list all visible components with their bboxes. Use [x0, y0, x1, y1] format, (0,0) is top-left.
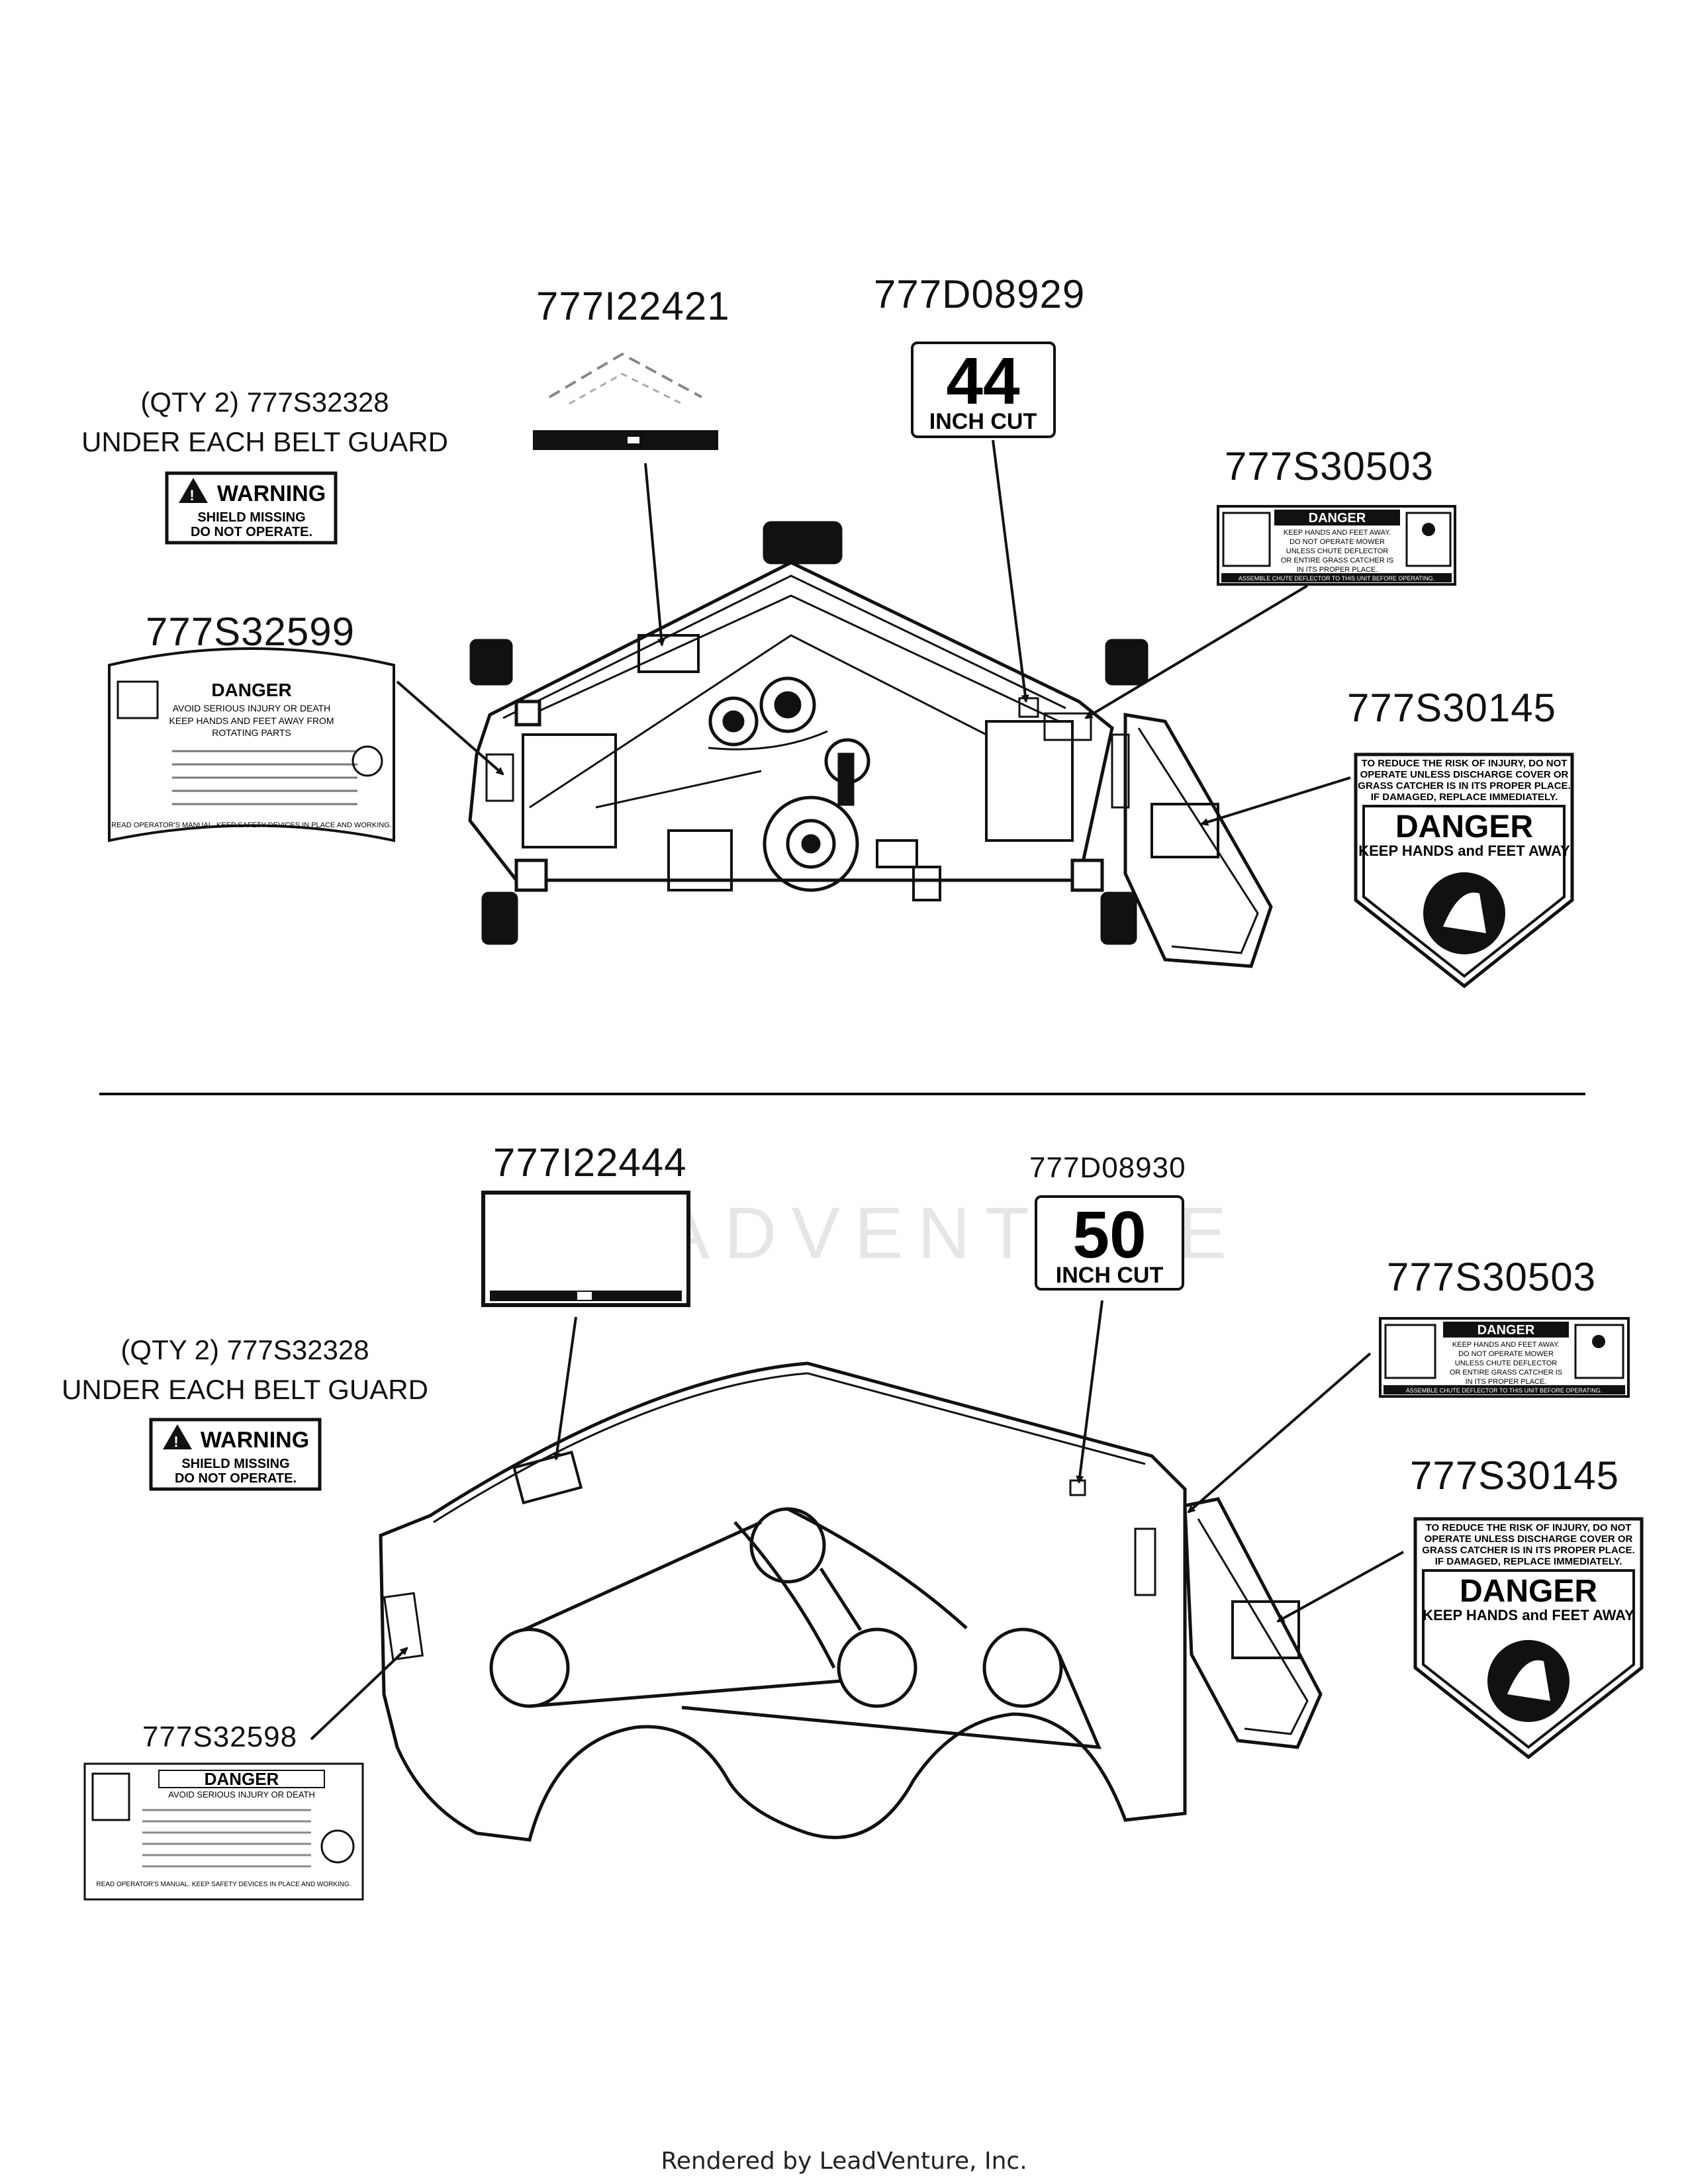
svg-text:SHIELD MISSING: SHIELD MISSING [181, 1457, 289, 1471]
part-label-777S30145-bottom[interactable]: 777S30145 [1410, 1453, 1619, 1498]
warning-triangle-icon [179, 478, 208, 503]
logo-decal-top[interactable] [533, 352, 718, 450]
svg-text:OPERATE UNLESS DISCHARGE COVER: OPERATE UNLESS DISCHARGE COVER OR [1360, 769, 1569, 780]
svg-text:ASSEMBLE CHUTE DEFLECTOR TO TH: ASSEMBLE CHUTE DEFLECTOR TO THIS UNIT BE… [1239, 575, 1435, 582]
svg-text:DO NOT OPERATE.: DO NOT OPERATE. [191, 525, 312, 539]
render-credit: Rendered by LeadVenture, Inc. [661, 2148, 1027, 2175]
part-label-777D08930[interactable]: 777D08930 [1029, 1152, 1186, 1184]
cut-decal-44[interactable]: 44 INCH CUT [911, 341, 1056, 438]
svg-text:DANGER: DANGER [1395, 809, 1533, 844]
svg-text:UNLESS CHUTE DEFLECTOR: UNLESS CHUTE DEFLECTOR [1286, 547, 1388, 555]
belt-guard-note-bottom: (QTY 2) 777S32328 UNDER EACH BELT GUARD [62, 1334, 428, 1405]
svg-text:WARNING: WARNING [201, 1428, 309, 1453]
cut-decal-50[interactable]: 50 INCH CUT [1035, 1195, 1184, 1291]
logo-decal-bottom[interactable] [481, 1191, 690, 1307]
svg-text:UNLESS CHUTE DEFLECTOR: UNLESS CHUTE DEFLECTOR [1455, 1359, 1557, 1367]
svg-text:KEEP HANDS and FEET AWAY: KEEP HANDS and FEET AWAY [1423, 1607, 1634, 1623]
warning-decal-top[interactable]: ! WARNING SHIELD MISSING DO NOT OPERATE. [165, 471, 338, 545]
chute-danger-decal-bottom[interactable]: DANGER KEEP HANDS AND FEET AWAY. DO NOT … [1379, 1317, 1630, 1398]
svg-text:DANGER: DANGER [211, 680, 291, 700]
svg-text:ASSEMBLE CHUTE DEFLECTOR TO TH: ASSEMBLE CHUTE DEFLECTOR TO THIS UNIT BE… [1406, 1387, 1603, 1394]
svg-text:TO REDUCE THE RISK OF INJURY,: TO REDUCE THE RISK OF INJURY, DO NOT [1426, 1522, 1632, 1533]
svg-text:IF DAMAGED, REPLACE IMMEDIATEL: IF DAMAGED, REPLACE IMMEDIATELY. [1435, 1556, 1622, 1567]
part-label-777S30503-top[interactable]: 777S30503 [1225, 444, 1434, 488]
svg-text:KEEP HANDS AND FEET AWAY FROM: KEEP HANDS AND FEET AWAY FROM [169, 715, 334, 726]
part-label-777S32599[interactable]: 777S32599 [146, 610, 355, 654]
blade-pictogram-icon [352, 745, 383, 777]
svg-text:KEEP HANDS AND FEET AWAY.: KEEP HANDS AND FEET AWAY. [1452, 1341, 1560, 1349]
svg-text:IF DAMAGED, REPLACE IMMEDIATEL: IF DAMAGED, REPLACE IMMEDIATELY. [1371, 792, 1558, 803]
part-label-777S30145-top[interactable]: 777S30145 [1347, 686, 1556, 730]
belt-guard-note-top: (QTY 2) 777S32328 UNDER EACH BELT GUARD [81, 387, 448, 457]
mower-deck-44 [468, 521, 1273, 968]
svg-text:SHIELD MISSING: SHIELD MISSING [197, 510, 305, 525]
svg-text:READ OPERATOR'S MANUAL. KEEP S: READ OPERATOR'S MANUAL. KEEP SAFETY DEVI… [111, 821, 392, 829]
warning-decal-title: WARNING [217, 481, 326, 506]
svg-text:READ OPERATOR'S MANUAL. KEEP S: READ OPERATOR'S MANUAL. KEEP SAFETY DEVI… [96, 1881, 351, 1888]
svg-text:INCH CUT: INCH CUT [1056, 1263, 1164, 1288]
svg-text:DANGER: DANGER [205, 1769, 279, 1789]
svg-text:AVOID SERIOUS INJURY OR DEATH: AVOID SERIOUS INJURY OR DEATH [173, 703, 331, 713]
deck-danger-decal-top[interactable]: DANGER AVOID SERIOUS INJURY OR DEATH KEE… [108, 647, 395, 842]
svg-text:50: 50 [1072, 1198, 1146, 1272]
svg-text:AVOID SERIOUS INJURY OR DEATH: AVOID SERIOUS INJURY OR DEATH [168, 1790, 315, 1799]
part-label-777I22421[interactable]: 777I22421 [536, 284, 730, 328]
svg-text:INCH CUT: INCH CUT [929, 409, 1037, 434]
svg-text:OPERATE UNLESS DISCHARGE COVER: OPERATE UNLESS DISCHARGE COVER OR [1425, 1533, 1633, 1545]
svg-text:DANGER: DANGER [1477, 1323, 1535, 1338]
svg-text:DANGER: DANGER [1460, 1574, 1597, 1609]
svg-text:KEEP HANDS and FEET AWAY: KEEP HANDS and FEET AWAY [1358, 842, 1570, 859]
svg-text:!: ! [173, 1433, 178, 1450]
hands-danger-decal-top[interactable]: TO REDUCE THE RISK OF INJURY, DO NOT OPE… [1354, 752, 1574, 989]
svg-text:GRASS CATCHER IS IN ITS PROPER: GRASS CATCHER IS IN ITS PROPER PLACE. [1358, 780, 1570, 792]
svg-text:DO NOT OPERATE.: DO NOT OPERATE. [175, 1471, 297, 1486]
svg-text:DO NOT OPERATE MOWER: DO NOT OPERATE MOWER [1458, 1350, 1554, 1358]
part-label-777S32598[interactable]: 777S32598 [142, 1721, 298, 1753]
part-label-777I22444[interactable]: 777I22444 [493, 1140, 687, 1185]
svg-text:OR ENTIRE GRASS CATCHER IS: OR ENTIRE GRASS CATCHER IS [1281, 557, 1393, 565]
svg-text:KEEP HANDS AND FEET AWAY.: KEEP HANDS AND FEET AWAY. [1284, 529, 1391, 537]
part-label-777D08929[interactable]: 777D08929 [874, 272, 1086, 316]
svg-text:IN ITS PROPER PLACE.: IN ITS PROPER PLACE. [1297, 566, 1378, 574]
chute-danger-decal-top[interactable]: DANGER KEEP HANDS AND FEET AWAY. DO NOT … [1217, 505, 1456, 586]
svg-text:OR ENTIRE GRASS CATCHER IS: OR ENTIRE GRASS CATCHER IS [1450, 1369, 1562, 1377]
svg-text:TO REDUCE THE RISK OF INJURY,: TO REDUCE THE RISK OF INJURY, DO NOT [1362, 758, 1568, 769]
svg-text:DANGER: DANGER [1309, 511, 1366, 525]
deck-danger-decal-bottom[interactable]: DANGER AVOID SERIOUS INJURY OR DEATH REA… [83, 1762, 364, 1901]
chute-pictogram-icon [117, 680, 159, 719]
chute-pictogram-icon [1222, 512, 1271, 567]
svg-text:GRASS CATCHER IS IN ITS PROPER: GRASS CATCHER IS IN ITS PROPER PLACE. [1422, 1545, 1634, 1556]
hands-danger-decal-bottom[interactable]: TO REDUCE THE RISK OF INJURY, DO NOT OPE… [1413, 1517, 1644, 1760]
thrown-object-pictogram-icon [1405, 512, 1452, 567]
svg-text:DO NOT OPERATE MOWER: DO NOT OPERATE MOWER [1289, 538, 1385, 546]
warning-decal-bottom[interactable]: ! WARNING SHIELD MISSING DO NOT OPERATE. [149, 1418, 322, 1491]
svg-text:!: ! [189, 487, 194, 504]
cut-number: 44 [946, 344, 1020, 418]
svg-text:IN ITS PROPER PLACE.: IN ITS PROPER PLACE. [1466, 1378, 1547, 1386]
part-label-777S30503-bottom[interactable]: 777S30503 [1387, 1255, 1596, 1299]
svg-text:ROTATING PARTS: ROTATING PARTS [212, 727, 291, 738]
mower-deck-50 [379, 1361, 1323, 1842]
